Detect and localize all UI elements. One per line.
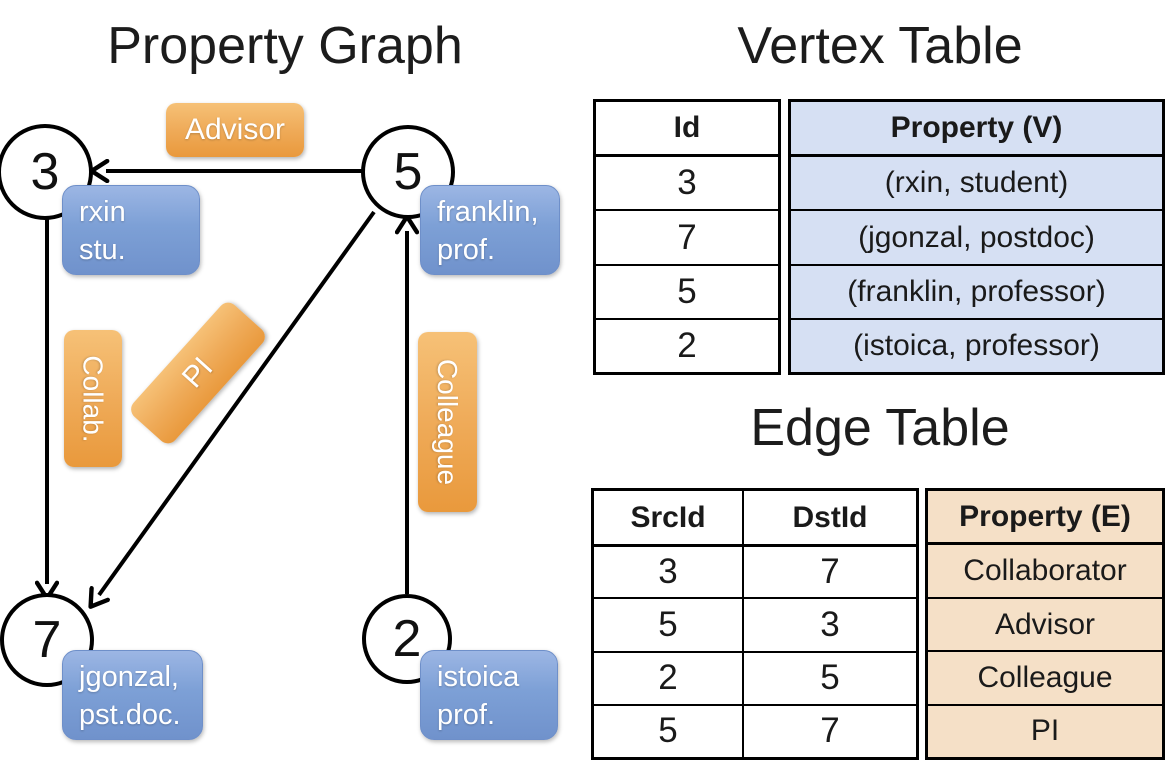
table-cell: 5	[594, 703, 742, 757]
table-cell: 7	[596, 209, 778, 263]
table-cell: 7	[742, 544, 916, 598]
edge-label-colleague: Colleague	[418, 332, 477, 512]
table-cell: (franklin, professor)	[791, 263, 1162, 318]
edge-table-title: Edge Table	[750, 399, 1010, 457]
edge-table-header-dstid: DstId	[742, 491, 916, 545]
property-line: pst.doc.	[79, 699, 181, 731]
table-cell: (rxin, student)	[791, 154, 1162, 209]
edge-label-text: Colleague	[432, 358, 464, 486]
property-line: rxin	[79, 196, 126, 228]
edge-label-text: Advisor	[184, 113, 286, 146]
property-line: stu.	[79, 234, 126, 266]
vertex-property-box-istoica: istoica prof.	[420, 650, 558, 740]
table-cell: 2	[594, 650, 742, 704]
table-cell: PI	[928, 703, 1162, 757]
vertex-table-header-property: Property (V)	[890, 111, 1063, 145]
edge-label-collab: Collab.	[64, 330, 122, 467]
table-cell: Colleague	[928, 650, 1162, 703]
table-cell: 5	[742, 650, 916, 704]
property-graph-title: Property Graph	[107, 17, 463, 75]
edge-label-text: PI	[175, 351, 220, 395]
graph-edges-svg	[0, 0, 570, 760]
vertex-id-label: 3	[30, 143, 60, 201]
table-cell: 2	[596, 317, 778, 372]
vertex-table-title: Vertex Table	[737, 17, 1023, 75]
table-cell: 5	[594, 597, 742, 650]
property-line: prof.	[437, 234, 496, 266]
vertex-circle-2: 2	[362, 594, 452, 684]
edge-line-pi-5-to-7	[99, 210, 376, 595]
edge-label-advisor: Advisor	[166, 103, 304, 157]
table-cell: Advisor	[928, 596, 1162, 650]
property-line: prof.	[437, 699, 496, 731]
vertex-id-label: 2	[392, 610, 422, 668]
table-cell: (jgonzal, postdoc)	[791, 209, 1162, 263]
vertex-table-header-id: Id	[673, 111, 701, 145]
vertex-table-id-column: Id 3 7 5 2	[593, 99, 781, 375]
edge-table-property-column: Property (E) Collaborator Advisor Collea…	[925, 488, 1165, 760]
table-cell: Collaborator	[928, 542, 1162, 596]
property-line: jgonzal,	[79, 661, 179, 693]
table-cell: 5	[596, 263, 778, 318]
table-cell: 3	[596, 154, 778, 209]
vertex-property-box-franklin: franklin, prof.	[420, 185, 560, 275]
vertex-property-box-rxin: rxin stu.	[62, 185, 200, 275]
table-cell: 7	[742, 703, 916, 757]
table-cell: 3	[742, 597, 916, 651]
vertex-id-label: 5	[393, 143, 423, 201]
property-line: istoica	[437, 661, 520, 693]
vertex-table-property-column: Property (V) (rxin, student) (jgonzal, p…	[788, 99, 1165, 375]
edge-label-text: Collab.	[78, 354, 110, 443]
vertex-property-box-jgonzal: jgonzal, pst.doc.	[62, 650, 203, 740]
table-cell: 3	[594, 544, 742, 597]
vertex-id-label: 7	[32, 611, 62, 669]
edge-table-header-srcid: SrcId	[630, 500, 706, 534]
edge-table-header-property: Property (E)	[959, 499, 1131, 533]
table-cell: (istoica, professor)	[791, 317, 1162, 372]
edge-table-src-dst-columns: SrcId DstId 3 7 5 3 2 5 5 7	[591, 488, 919, 760]
property-line: franklin,	[437, 196, 539, 228]
